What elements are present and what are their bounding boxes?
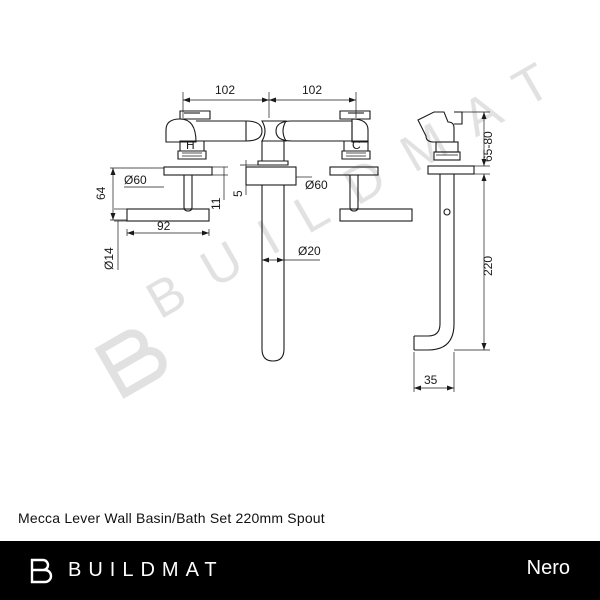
side-view: 65-80 220 35 <box>413 111 495 392</box>
watermark: BUILDMAT <box>94 39 584 399</box>
dim-plate-center-dia: Ø60 <box>305 178 328 192</box>
front-view: 102 102 H C <box>94 83 413 362</box>
dim-left-width: 102 <box>215 83 235 97</box>
watermark-logo-icon <box>94 329 167 399</box>
footer-bar: BUILDMAT Nero <box>0 541 600 600</box>
dim-spout-projection: 35 <box>424 373 438 387</box>
footer-brand: BUILDMAT <box>68 559 224 581</box>
watermark-text: BUILDMAT <box>137 39 584 331</box>
dim-spout-length: 220 <box>481 256 495 276</box>
dim-offset-11: 11 <box>209 197 223 210</box>
dim-spout-dia: Ø20 <box>298 244 321 258</box>
dim-lever-length: 92 <box>157 219 171 233</box>
dim-right-width: 102 <box>302 83 322 97</box>
label-cold: C <box>352 138 361 152</box>
dim-depth-64: 64 <box>94 186 108 200</box>
dim-lever-dia: Ø14 <box>102 247 116 270</box>
footer-maker: Nero <box>526 557 570 579</box>
product-caption: Mecca Lever Wall Basin/Bath Set 220mm Sp… <box>18 510 325 526</box>
dim-plate-left-dia: Ø60 <box>124 173 147 187</box>
dim-handle-range: 65-80 <box>481 131 495 162</box>
buildmat-logo-icon <box>30 558 53 584</box>
technical-drawing: BUILDMAT 102 102 H <box>94 39 584 399</box>
label-hot: H <box>186 138 195 152</box>
dim-offset-5: 5 <box>231 190 245 197</box>
